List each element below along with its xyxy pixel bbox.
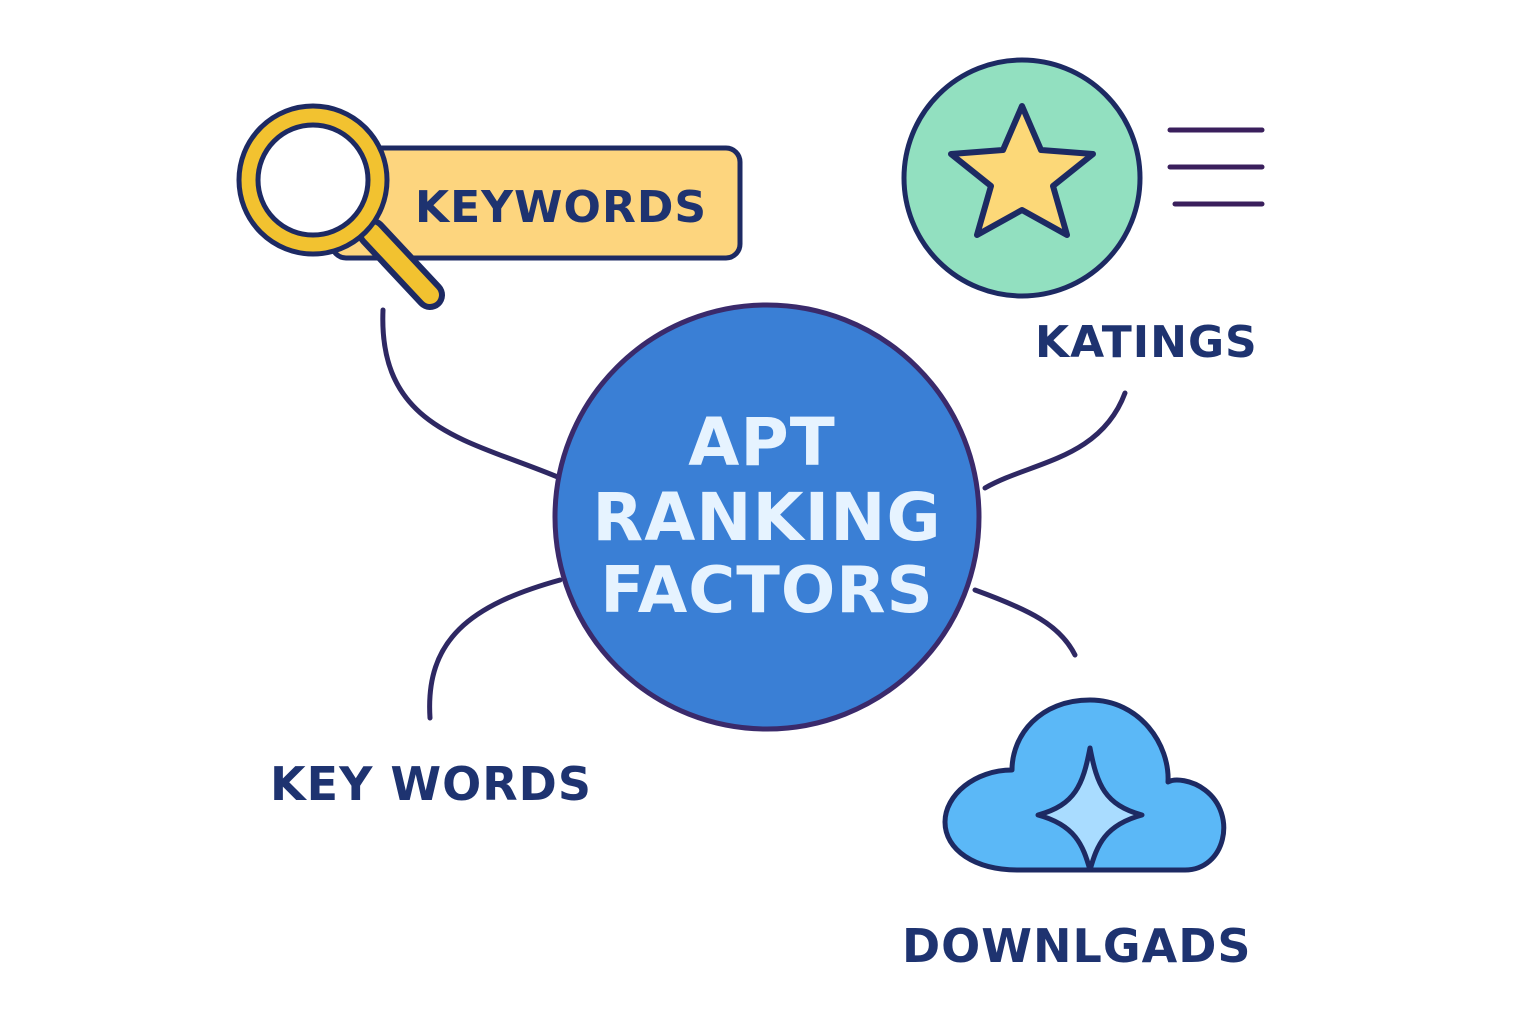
sparkle-icon xyxy=(1035,745,1145,873)
star-icon xyxy=(948,103,1096,238)
ratings-node: KATINGS xyxy=(901,57,1265,368)
center-circle xyxy=(552,302,982,732)
search-node: KEYWORDS xyxy=(236,103,743,310)
center-line-3: FACTORS xyxy=(600,554,933,628)
connector-downloads xyxy=(972,587,1078,658)
magnifier-icon xyxy=(236,103,445,310)
connector-search xyxy=(380,307,563,481)
menu-lines-icon xyxy=(1167,127,1265,207)
center-line-1: APT xyxy=(688,404,835,481)
connectors xyxy=(380,307,1128,721)
search-label: KEYWORDS xyxy=(415,182,707,233)
center-line-2: RANKING xyxy=(592,479,941,556)
connector-keywords xyxy=(427,577,563,721)
downloads-label: DOWNLGADS xyxy=(902,919,1252,973)
ratings-label: KATINGS xyxy=(1035,317,1258,368)
center-hub: APT RANKING FACTORS xyxy=(552,302,982,732)
downloads-node: DOWNLGADS xyxy=(902,697,1252,973)
keywords-label: KEY WORDS xyxy=(270,757,592,811)
connector-ratings xyxy=(982,390,1128,491)
